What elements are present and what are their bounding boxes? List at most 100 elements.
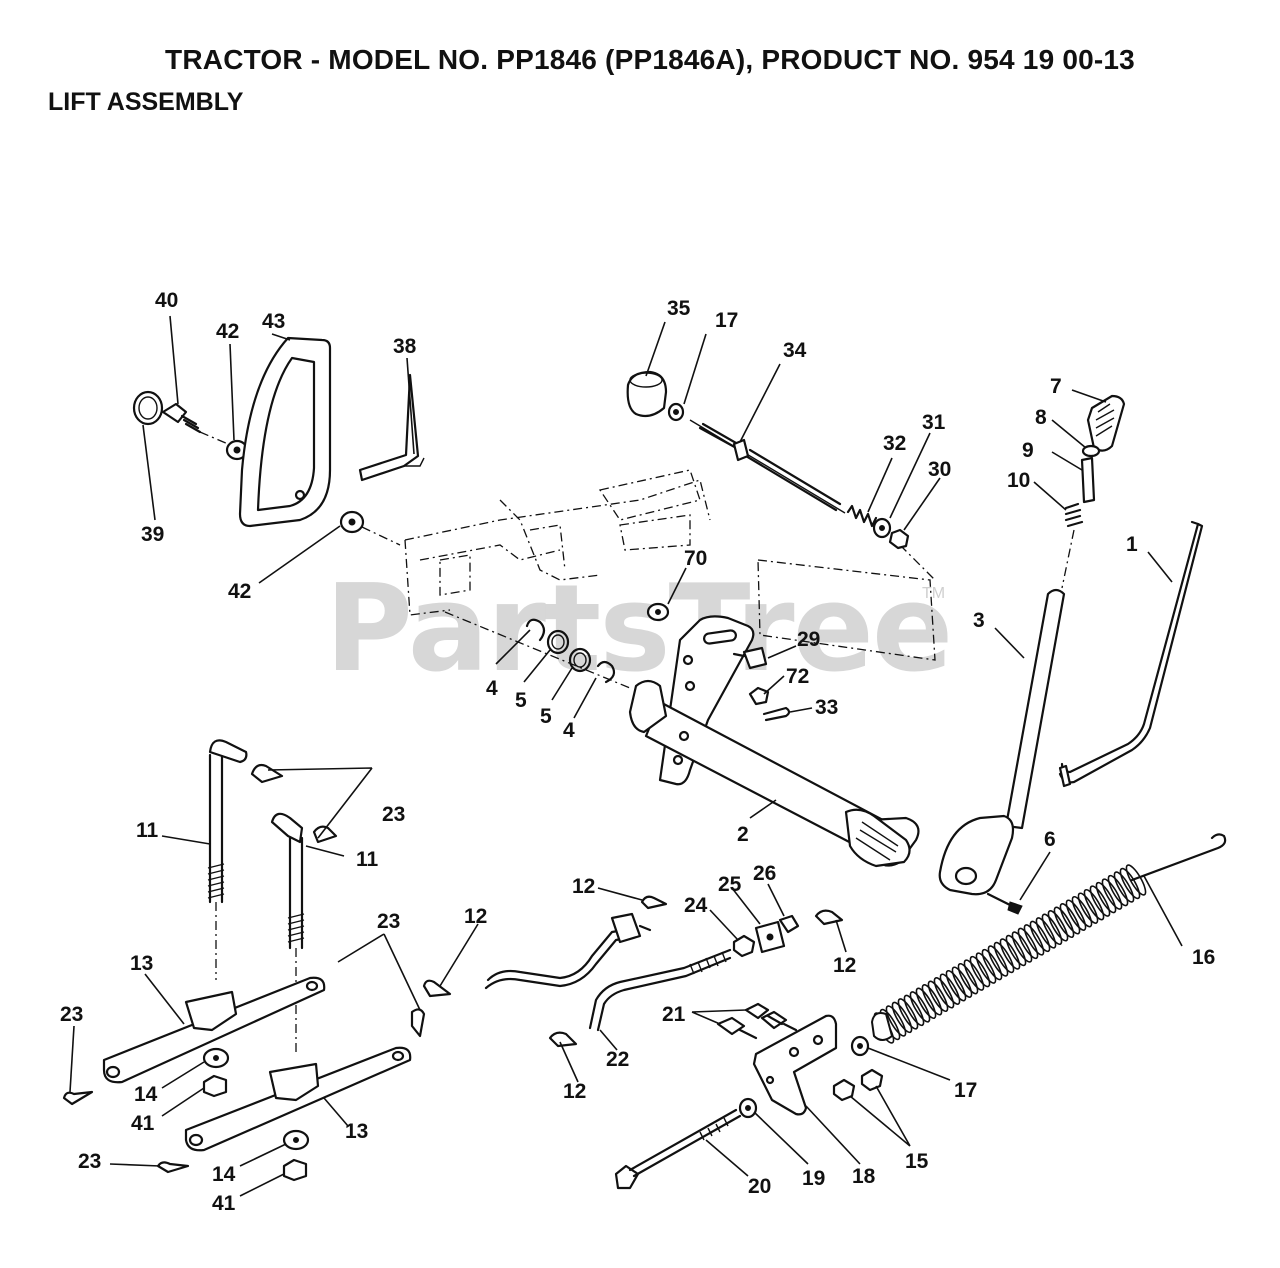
- part-20-bolt: [614, 1108, 742, 1190]
- callout-42: 42: [228, 580, 251, 603]
- spring-coil: [951, 966, 973, 998]
- spring-coil: [1107, 874, 1129, 907]
- part-9-plunger: [1080, 456, 1096, 504]
- callout-23: 23: [382, 803, 405, 826]
- callout-21: 21: [662, 1003, 686, 1026]
- spring-coil: [897, 998, 919, 1030]
- spring-coil: [957, 962, 979, 995]
- part-6-screw: [986, 892, 1023, 915]
- part-30-nut: [888, 528, 910, 550]
- callout-41: 41: [212, 1192, 236, 1215]
- part-72-nut: [748, 686, 770, 706]
- callout-17: 17: [715, 309, 738, 332]
- callout-32: 32: [883, 432, 906, 455]
- callout-12: 12: [572, 875, 595, 898]
- part-12-hairpin-bottom: [548, 1031, 578, 1048]
- callout-1: 1: [1126, 533, 1138, 556]
- callout-43: 43: [262, 310, 285, 333]
- callout-20: 20: [748, 1175, 771, 1198]
- spring-coil: [1053, 906, 1075, 939]
- spring-coil: [987, 945, 1009, 977]
- spring-coil: [999, 938, 1021, 970]
- part-11-lift-link-right: [270, 812, 305, 1055]
- part-14-washer-lower: [282, 1129, 310, 1151]
- part-18-spring-bracket: [752, 1014, 838, 1116]
- part-23-hairpin-bottom: [156, 1161, 190, 1174]
- part-34-adjuster-rod: [689, 419, 846, 514]
- spring-coil: [903, 994, 925, 1027]
- callout-33: 33: [815, 696, 838, 719]
- part-4-clip-a: [525, 618, 546, 642]
- callout-7: 7: [1050, 375, 1062, 398]
- part-41-nut-lower: [282, 1158, 308, 1182]
- callout-12: 12: [563, 1080, 586, 1103]
- callout-13: 13: [345, 1120, 368, 1143]
- part-38-bracket: [358, 373, 425, 482]
- part-40-bolt: [161, 402, 229, 445]
- part-23-hairpin-top: [250, 763, 284, 784]
- callout-11: 11: [356, 848, 379, 871]
- page-title: TRACTOR - MODEL NO. PP1846 (PP1846A), PR…: [165, 44, 1135, 75]
- callout-13: 13: [130, 952, 153, 975]
- part-4-clip-b: [444, 611, 631, 689]
- spring-coil: [1023, 924, 1045, 956]
- callout-72: 72: [786, 665, 809, 688]
- spring-coil: [993, 941, 1015, 974]
- watermark-trademark: TM: [922, 585, 946, 602]
- callout-40: 40: [155, 289, 178, 312]
- part-22-link-rod: [588, 948, 732, 1032]
- callout-24: 24: [684, 894, 708, 917]
- spring-coil: [885, 1005, 907, 1037]
- part-17-washer-lower: [850, 1035, 870, 1057]
- callout-14: 14: [212, 1163, 236, 1186]
- callout-5: 5: [540, 705, 552, 728]
- part-22-link-rod-upper: [484, 912, 652, 990]
- tractor-frame-phantom: [404, 469, 936, 661]
- part-41-nut-upper: [202, 1074, 228, 1098]
- callout-9: 9: [1022, 439, 1034, 462]
- callout-5: 5: [515, 689, 527, 712]
- callout-22: 22: [606, 1048, 629, 1071]
- spring-coil: [1005, 934, 1027, 967]
- leader-lines: [69, 315, 1183, 1197]
- callout-3: 3: [973, 609, 985, 632]
- callout-14: 14: [134, 1083, 158, 1106]
- callout-34: 34: [783, 339, 807, 362]
- spring-coil: [1041, 913, 1063, 946]
- callout-12: 12: [464, 905, 487, 928]
- callout-2: 2: [737, 823, 749, 846]
- spring-coil: [1047, 910, 1069, 942]
- part-42-washer-top: [225, 439, 249, 461]
- part-10-spring: [1061, 502, 1084, 589]
- spring-coil: [921, 984, 943, 1016]
- callout-4: 4: [563, 719, 575, 742]
- spring-end-loop: [870, 1012, 894, 1041]
- spring-coil: [1113, 871, 1135, 903]
- part-32-spring: [846, 504, 878, 528]
- spring-coil: [975, 952, 997, 984]
- callout-29: 29: [797, 628, 820, 651]
- part-70-washer: [646, 602, 670, 622]
- callout-23: 23: [60, 1003, 83, 1026]
- spring-coil: [1017, 927, 1039, 960]
- part-16-spring-hook: [1130, 833, 1227, 882]
- part-2-lift-shaft: [628, 615, 920, 868]
- spring-coil: [1035, 917, 1057, 949]
- spring-coil: [945, 969, 967, 1002]
- spring-coil: [969, 955, 991, 988]
- callout-labels: 40 42 43 38 39 42 35 17 34 32 31 30 7 8 …: [60, 289, 1215, 1215]
- part-5-washer-b: [568, 647, 592, 673]
- callout-12: 12: [833, 954, 856, 977]
- part-42-washer-lower: [339, 510, 401, 546]
- page-subtitle: LIFT ASSEMBLY: [48, 88, 244, 116]
- part-3-lift-handle: [938, 588, 1066, 896]
- callout-35: 35: [667, 297, 691, 320]
- part-13-lift-arm-upper: [102, 976, 326, 1084]
- spring-coil: [1095, 881, 1117, 914]
- spring-coil: [981, 948, 1003, 981]
- callout-11: 11: [136, 819, 159, 842]
- callout-42: 42: [216, 320, 239, 343]
- spring-coil: [1065, 899, 1087, 931]
- part-23-hairpin-right: [410, 1008, 426, 1038]
- spring-coil: [1059, 903, 1081, 935]
